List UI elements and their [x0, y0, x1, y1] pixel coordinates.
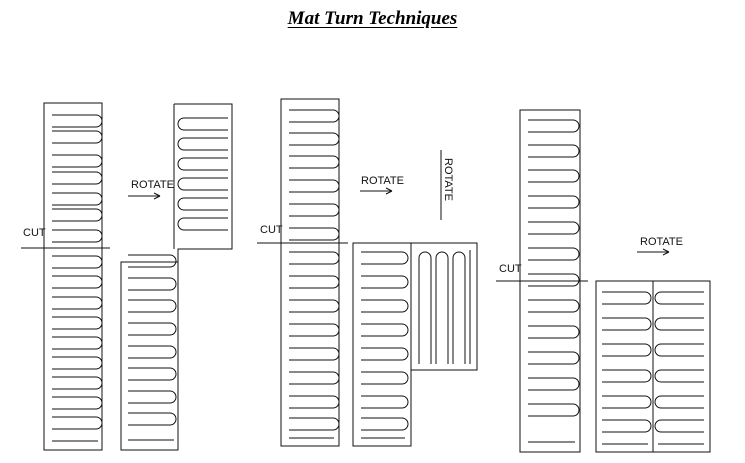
technique-3-rotate-arrow	[637, 248, 670, 256]
technique-1-mat-original	[43, 102, 103, 451]
technique-1-mat-result	[120, 103, 233, 451]
technique-1-rotate-label: ROTATE	[131, 179, 174, 191]
technique-3-rotate-label: ROTATE	[640, 236, 683, 248]
technique-3-original-loops	[528, 119, 580, 443]
technique-3-result-left-loops	[602, 291, 652, 445]
technique-2-rotate-arrow-horizontal	[360, 187, 393, 195]
technique-2-mat-original	[280, 98, 340, 447]
diagram-title: Mat Turn Techniques	[0, 8, 745, 30]
technique-2	[257, 98, 478, 447]
technique-1-rotate-arrow	[128, 192, 161, 200]
technique-1-result-loops	[128, 117, 228, 441]
technique-2-result-lower-loops	[361, 251, 409, 439]
technique-2-cut-label: CUT	[260, 224, 283, 236]
technique-1-cut-label: CUT	[23, 227, 46, 239]
technique-1	[21, 102, 233, 451]
technique-1-original-loops	[52, 114, 103, 442]
technique-3	[496, 109, 711, 453]
technique-2-original-loops	[289, 109, 340, 439]
technique-2-rotate-label: ROTATE	[361, 175, 404, 187]
technique-2-result-rotated-loops	[418, 250, 471, 364]
technique-2-mat-result-rotated	[410, 242, 478, 371]
technique-3-result-right-loops	[654, 291, 704, 445]
technique-2-rotate-vertical-label: ROTATE	[442, 158, 454, 201]
technique-2-mat-result-lower	[352, 242, 412, 447]
diagram-title-text: Mat Turn Techniques	[287, 8, 458, 29]
technique-3-cut-label: CUT	[499, 263, 522, 275]
